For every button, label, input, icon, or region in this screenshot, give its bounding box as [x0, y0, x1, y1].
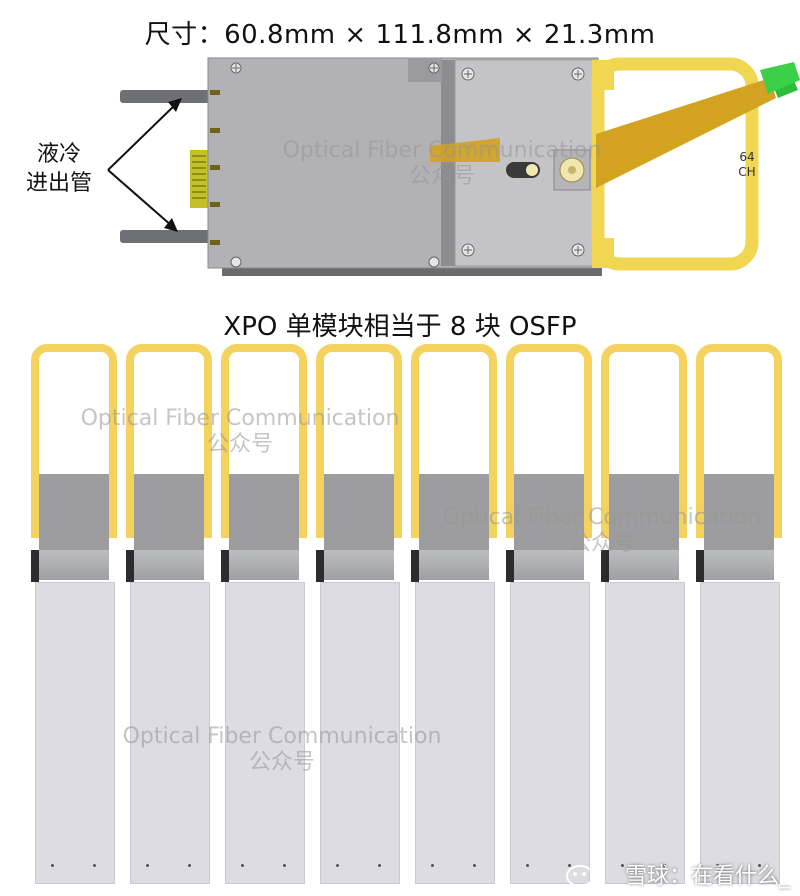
- osfp-body: [415, 582, 495, 884]
- pipe-label-line2: 进出管: [25, 171, 92, 196]
- osfp-handle-arm: [411, 474, 421, 538]
- osfp-screw: [716, 864, 719, 867]
- handle-channel-label: 64 CH: [733, 150, 761, 180]
- osfp-front: [609, 550, 679, 580]
- fiber-cap: [760, 62, 800, 94]
- osfp-body: [225, 582, 305, 884]
- comparison-title: XPO 单模块相当于 8 块 OSFP: [223, 312, 577, 342]
- osfp-edge: [221, 550, 229, 582]
- osfp-body: [320, 582, 400, 884]
- osfp-latch: [134, 474, 204, 550]
- osfp-screw: [146, 864, 149, 867]
- osfp-handle-arm: [107, 474, 117, 538]
- osfp-module: [221, 344, 307, 888]
- osfp-latch: [39, 474, 109, 550]
- osfp-body: [605, 582, 685, 884]
- osfp-body: [700, 582, 780, 884]
- arrows: [107, 103, 177, 227]
- arrow-head-bottom: [164, 218, 178, 232]
- osfp-latch: [229, 474, 299, 550]
- coolant-pipe-top: [120, 90, 212, 103]
- osfp-handle-arm: [677, 474, 687, 538]
- osfp-screw: [473, 864, 476, 867]
- osfp-latch: [704, 474, 774, 550]
- osfp-handle-arm: [506, 474, 516, 538]
- osfp-front: [134, 550, 204, 580]
- osfp-handle-arm: [202, 474, 212, 538]
- osfp-screw: [241, 864, 244, 867]
- osfp-handle-arm: [392, 474, 402, 538]
- osfp-screw: [663, 864, 666, 867]
- osfp-handle-arm: [601, 474, 611, 538]
- osfp-module: [316, 344, 402, 888]
- osfp-latch: [419, 474, 489, 550]
- osfp-front: [324, 550, 394, 580]
- osfp-module: [126, 344, 212, 888]
- osfp-latch: [609, 474, 679, 550]
- dimensions-title: 尺寸：60.8mm × 111.8mm × 21.3mm: [144, 20, 656, 50]
- osfp-screw: [336, 864, 339, 867]
- osfp-screw: [283, 864, 286, 867]
- osfp-edge: [601, 550, 609, 582]
- osfp-screw: [51, 864, 54, 867]
- osfp-body: [510, 582, 590, 884]
- fiber-ribbon: [596, 78, 776, 188]
- osfp-screw: [568, 864, 571, 867]
- channel-unit: CH: [738, 165, 756, 179]
- osfp-screw: [621, 864, 624, 867]
- osfp-edge: [316, 550, 324, 582]
- osfp-front: [39, 550, 109, 580]
- osfp-handle-arm: [297, 474, 307, 538]
- xpo-module-illustration: [107, 57, 800, 276]
- osfp-module: [411, 344, 497, 888]
- osfp-module: [31, 344, 117, 888]
- osfp-screw: [758, 864, 761, 867]
- osfp-front: [514, 550, 584, 580]
- edge-connector: [190, 150, 208, 208]
- arrow-head-top: [168, 98, 182, 112]
- osfp-module: [696, 344, 782, 888]
- osfp-handle-arm: [696, 474, 706, 538]
- osfp-handle-arm: [31, 474, 41, 538]
- osfp-body: [35, 582, 115, 884]
- osfp-edge: [31, 550, 39, 582]
- osfp-screw: [378, 864, 381, 867]
- osfp-screw: [188, 864, 191, 867]
- snowball-logo-icon: [566, 865, 594, 887]
- osfp-handle-arm: [582, 474, 592, 538]
- pipe-label-line1: 液冷: [36, 142, 81, 167]
- osfp-body: [130, 582, 210, 884]
- osfp-edge: [696, 550, 704, 582]
- osfp-module: [506, 344, 592, 888]
- osfp-front: [704, 550, 774, 580]
- osfp-handle-arm: [221, 474, 231, 538]
- osfp-edge: [506, 550, 514, 582]
- osfp-handle-arm: [487, 474, 497, 538]
- channel-count: 64: [739, 150, 755, 164]
- osfp-front: [229, 550, 299, 580]
- osfp-edge: [126, 550, 134, 582]
- osfp-front: [419, 550, 489, 580]
- osfp-screw: [526, 864, 529, 867]
- osfp-latch: [514, 474, 584, 550]
- coolant-pipe-bottom: [120, 230, 212, 243]
- osfp-handle-arm: [316, 474, 326, 538]
- footer-credit: 雪球：在看什么_: [624, 864, 790, 889]
- osfp-module: [601, 344, 687, 888]
- osfp-screw: [93, 864, 96, 867]
- osfp-latch: [324, 474, 394, 550]
- osfp-handle-arm: [126, 474, 136, 538]
- osfp-edge: [411, 550, 419, 582]
- coolant-pipe-label: 液冷 进出管: [14, 140, 104, 198]
- osfp-handle-arm: [772, 474, 782, 538]
- osfp-screw: [431, 864, 434, 867]
